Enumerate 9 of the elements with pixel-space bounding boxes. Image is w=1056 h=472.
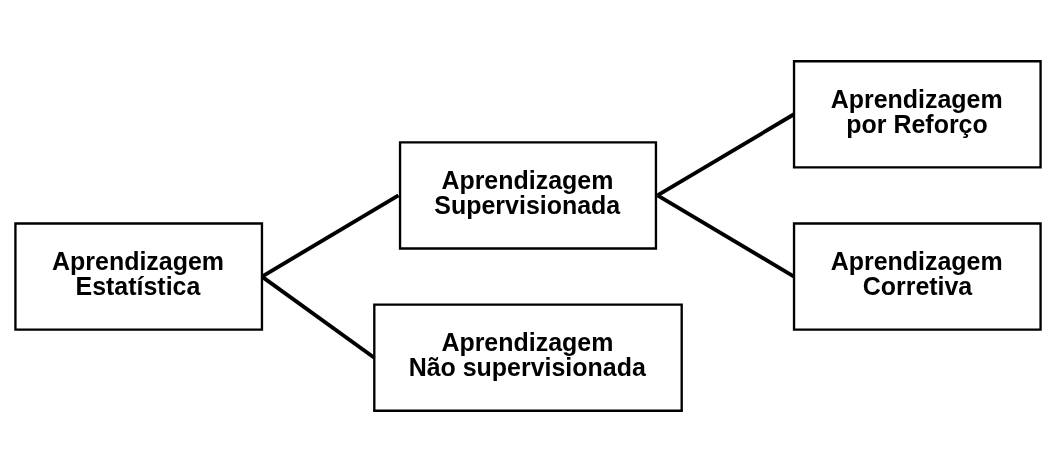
connector [260, 275, 376, 360]
node-box: Aprendizagem Estatística [14, 222, 264, 331]
node-box: Aprendizagem por Reforço [792, 60, 1042, 169]
node-box: Aprendizagem Supervisionada [398, 141, 658, 250]
connector [656, 112, 796, 198]
connector [260, 193, 400, 279]
connector [656, 193, 796, 279]
node-box: Aprendizagem Não supervisionada [373, 303, 683, 412]
node-box: Aprendizagem Corretiva [792, 222, 1042, 331]
